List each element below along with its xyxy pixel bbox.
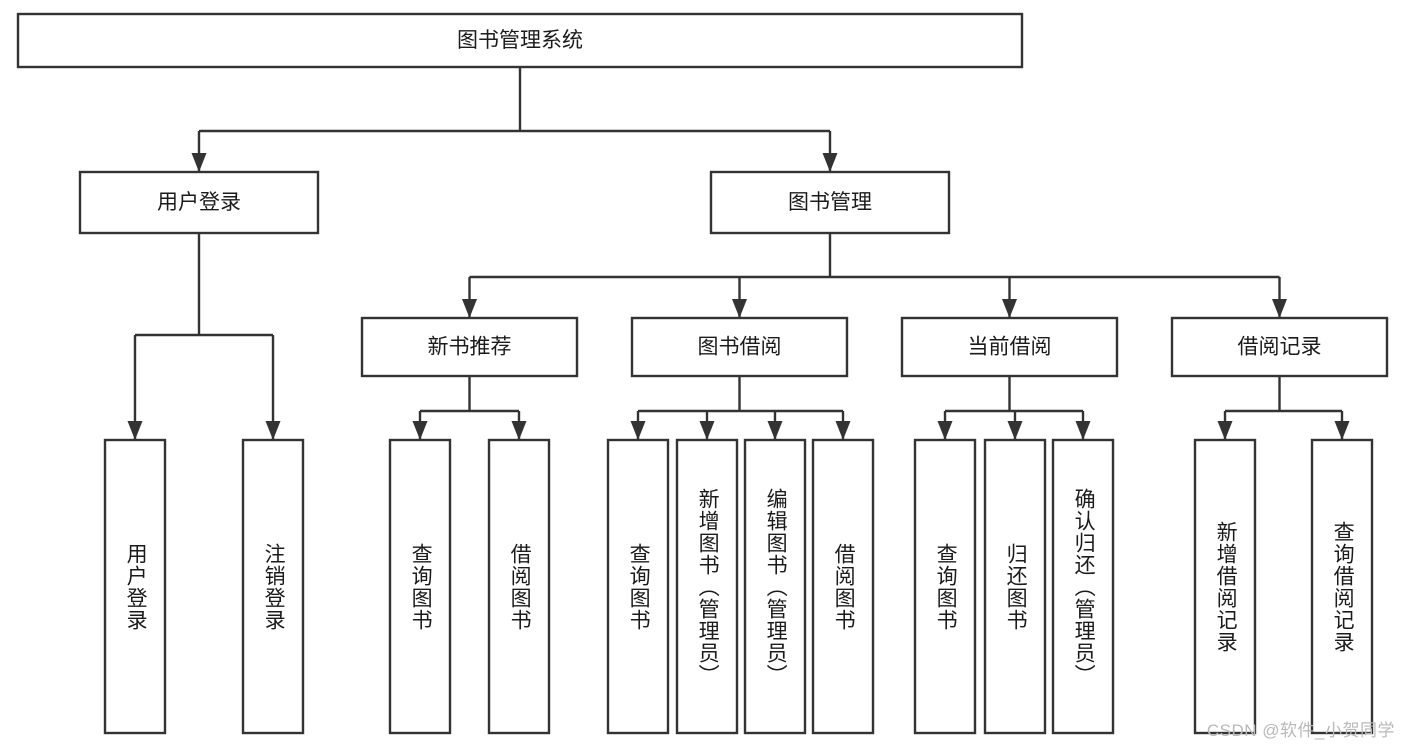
book-borrow-to-leaves-arrowhead-0 xyxy=(630,421,646,440)
new-book-recommend-to-leaves-arrowhead-1 xyxy=(511,421,527,440)
node-label-borrow-record: 借阅记录 xyxy=(1238,336,1322,359)
node-box-leaf-return-book xyxy=(983,438,1047,735)
book-borrow-to-leaves-arrowhead-2 xyxy=(767,421,783,440)
borrow-record-to-leaves-arrowhead-0 xyxy=(1217,421,1233,440)
node-label-user-login: 用户登录 xyxy=(157,191,241,214)
current-borrow-to-leaves-arrowhead-1 xyxy=(1007,421,1023,440)
bookmanage-to-level3-arrowhead-2 xyxy=(1002,299,1017,318)
node-box-leaf-query-record xyxy=(1310,438,1374,735)
connector-lines xyxy=(127,67,1350,440)
node-label-new-book-recommend: 新书推荐 xyxy=(428,336,512,359)
node-box-leaf-query-book-1 xyxy=(388,438,452,735)
bookmanage-to-level3-arrowhead-3 xyxy=(1272,299,1287,318)
node-box-borrow-record xyxy=(1170,316,1389,378)
node-box-leaf-edit-book xyxy=(743,438,807,735)
watermark-text: CSDN @软件_小贺同学 xyxy=(1206,721,1395,740)
book-borrow-to-leaves-arrowhead-3 xyxy=(835,421,851,440)
bookmanage-to-level3-arrowhead-0 xyxy=(462,299,477,318)
current-borrow-to-leaves-arrowhead-0 xyxy=(937,421,953,440)
root-to-level2-arrowhead-1 xyxy=(822,153,838,172)
node-label-current-borrow: 当前借阅 xyxy=(968,336,1052,359)
node-box-user-login xyxy=(78,170,320,235)
node-box-book-borrow xyxy=(630,316,849,378)
node-box-root xyxy=(16,12,1024,69)
root-to-level2-arrowhead-0 xyxy=(191,153,207,172)
node-box-leaf-borrow-book-2 xyxy=(811,438,875,735)
book-borrow-to-leaves-arrowhead-1 xyxy=(699,421,715,440)
node-label-book-borrow: 图书借阅 xyxy=(698,336,782,359)
borrow-record-to-leaves-arrowhead-1 xyxy=(1334,421,1350,440)
node-box-leaf-add-record xyxy=(1193,438,1257,735)
node-box-leaf-add-book xyxy=(675,438,739,735)
new-book-recommend-to-leaves-arrowhead-0 xyxy=(412,421,428,440)
node-box-leaf-logout xyxy=(241,438,305,735)
node-label-book-manage: 图书管理 xyxy=(788,191,872,214)
node-box-leaf-user-login xyxy=(103,438,167,735)
node-box-current-borrow xyxy=(900,316,1119,378)
node-box-new-book-recommend xyxy=(360,316,579,378)
node-box-leaf-query-book-3 xyxy=(913,438,977,735)
user-login-to-leaves-arrowhead-0 xyxy=(127,421,143,440)
user-login-to-leaves-arrowhead-1 xyxy=(265,421,281,440)
node-box-leaf-borrow-book-1 xyxy=(487,438,551,735)
node-boxes xyxy=(16,12,1389,735)
bookmanage-to-level3-arrowhead-1 xyxy=(732,299,747,318)
node-box-leaf-confirm-return xyxy=(1051,438,1115,735)
node-box-book-manage xyxy=(709,170,951,235)
current-borrow-to-leaves-arrowhead-2 xyxy=(1075,421,1091,440)
node-box-leaf-query-book-2 xyxy=(606,438,670,735)
node-label-root: 图书管理系统 xyxy=(457,29,583,52)
